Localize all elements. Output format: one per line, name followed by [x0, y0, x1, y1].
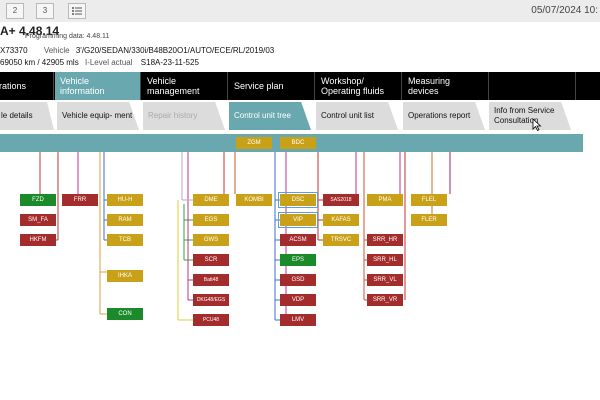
ecu-scr[interactable]: SCR	[193, 254, 229, 266]
ecu-zgm[interactable]: ZGM	[236, 137, 272, 149]
ecu-acsm[interactable]: ACSM	[280, 234, 316, 246]
ecu-dkg48-egs[interactable]: DKG48/EGS	[193, 294, 229, 306]
ecu-trsvc[interactable]: TRSVC	[323, 234, 359, 246]
vin: X73370	[0, 46, 28, 55]
tab-control-unit-tree[interactable]: Control unit tree	[229, 102, 311, 130]
sub-tabs: le details Vehicle equip- ment Repair hi…	[0, 100, 600, 134]
ecu-srr-hl[interactable]: SRR_HL	[367, 254, 403, 266]
tab-vehicle-details[interactable]: le details	[0, 102, 54, 130]
ecu-batt48[interactable]: Batt48	[193, 274, 229, 286]
vehicle-value: 3'/G20/SEDAN/330i/B48B20O1/AUTO/ECE/RL/2…	[75, 46, 275, 55]
toolbar-button-2[interactable]: 2	[6, 3, 24, 19]
ecu-bdc[interactable]: BDC	[280, 137, 316, 149]
control-unit-tree: ZGM BDC FZD SM_FA HKFM FRR HU-H RAM TCB …	[0, 134, 600, 400]
ecu-srr-hr[interactable]: SRR_HR	[367, 234, 403, 246]
ecu-fzd[interactable]: FZD	[20, 194, 56, 206]
ecu-hu-h[interactable]: HU-H	[107, 194, 143, 206]
toolbar-button-3[interactable]: 3	[36, 3, 54, 19]
ecu-pma[interactable]: PMA	[367, 194, 403, 206]
ecu-lmv[interactable]: LMV	[280, 314, 316, 326]
ecu-con[interactable]: CON	[107, 308, 143, 320]
app-version: A+ 4.48.14	[0, 24, 60, 38]
ecu-sas2018[interactable]: SAS2018	[323, 194, 359, 206]
programming-data: Programming data: 4.48.11	[25, 33, 110, 40]
ecu-kombi[interactable]: KOMBI	[236, 194, 272, 206]
ecu-eps[interactable]: EPS	[280, 254, 316, 266]
main-tabs: rations Vehicle information Vehicle mana…	[0, 72, 600, 100]
tab-vehicle-equipment[interactable]: Vehicle equip- ment	[57, 102, 139, 130]
top-toolbar: 2 3 05/07/2024 10:	[0, 0, 600, 22]
mouse-cursor-icon	[532, 118, 542, 132]
ilevel-label: I-Level actual	[84, 58, 133, 67]
ecu-ram[interactable]: RAM	[107, 214, 143, 226]
list-icon[interactable]	[68, 3, 86, 19]
vehicle-line: X73370 Vehicle 3'/G20/SEDAN/330i/B48B20O…	[0, 46, 274, 55]
ecu-flel[interactable]: FLEL	[411, 194, 447, 206]
mileage: 69050 km / 42905 mls	[0, 58, 79, 67]
ecu-vip[interactable]: VIP	[278, 212, 318, 228]
mileage-line: 69050 km / 42905 mls I-Level actual S18A…	[0, 58, 199, 67]
tab-repair-history[interactable]: Repair history	[143, 102, 225, 130]
ilevel-value: S18A-23-11-525	[140, 58, 199, 67]
tab-workshop-operating-fluids[interactable]: Workshop/ Operating fluids	[316, 72, 402, 100]
ecu-gws[interactable]: GWS	[193, 234, 229, 246]
ecu-gsd[interactable]: GSD	[280, 274, 316, 286]
ecu-tcb[interactable]: TCB	[107, 234, 143, 246]
ecu-srr-vl[interactable]: SRR_VL	[367, 274, 403, 286]
ecu-fler[interactable]: FLER	[411, 214, 447, 226]
tab-vehicle-information[interactable]: Vehicle information	[55, 72, 141, 100]
ecu-sm-fa[interactable]: SM_FA	[20, 214, 56, 226]
tab-vehicle-management[interactable]: Vehicle management	[142, 72, 228, 100]
ecu-frr[interactable]: FRR	[62, 194, 98, 206]
tab-service-plan[interactable]: Service plan	[229, 72, 315, 100]
tab-measuring-devices[interactable]: Measuring devices	[403, 72, 489, 100]
ecu-egs[interactable]: EGS	[193, 214, 229, 226]
ecu-hkfm[interactable]: HKFM	[20, 234, 56, 246]
ecu-pcu48[interactable]: PCU48	[193, 314, 229, 326]
ecu-dsc[interactable]: DSC	[278, 192, 318, 208]
tab-info-service-consultation[interactable]: Info from Service Consultation	[489, 102, 571, 130]
datetime: 05/07/2024 10:	[531, 5, 598, 16]
tab-operations-report[interactable]: Operations report	[403, 102, 485, 130]
vehicle-label: Vehicle	[43, 46, 70, 55]
ecu-kafas[interactable]: KAFAS	[323, 214, 359, 226]
tab-operations[interactable]: rations	[0, 72, 54, 100]
ecu-vdp[interactable]: VDP	[280, 294, 316, 306]
tab-empty	[490, 72, 576, 100]
bus-wiring	[39, 152, 451, 321]
tab-control-unit-list[interactable]: Control unit list	[316, 102, 398, 130]
ecu-ihka[interactable]: IHKA	[107, 270, 143, 282]
ecu-dme[interactable]: DME	[193, 194, 229, 206]
ecu-srr-vr[interactable]: SRR_VR	[367, 294, 403, 306]
